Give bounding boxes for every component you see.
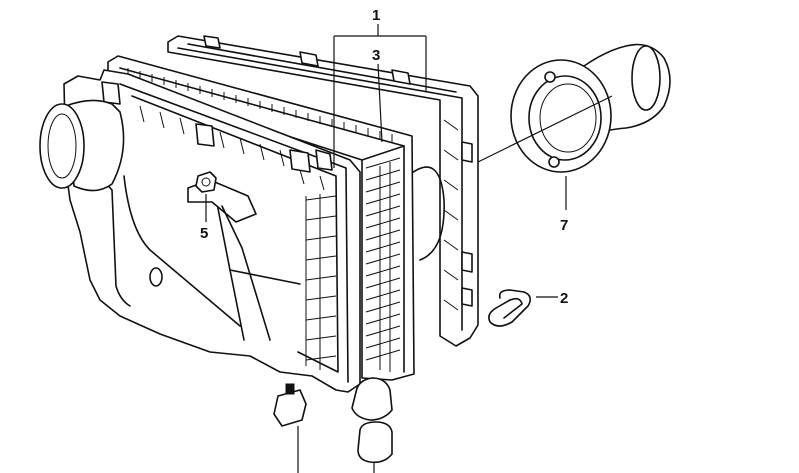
callout-2: 2: [560, 290, 568, 307]
housing-lid: [167, 35, 479, 347]
fastener-5: [195, 171, 217, 193]
leader-lines: [205, 24, 613, 298]
rubber-mount-left: [273, 383, 307, 473]
callout-7: 7: [560, 217, 568, 234]
rubber-mount-cap: [351, 377, 393, 421]
rubber-mount-right: [357, 421, 393, 473]
inlet-snout: [39, 99, 125, 192]
spring-clip-2: [488, 289, 532, 327]
intake-funnel-7: [510, 43, 671, 173]
filter-element: [107, 55, 415, 381]
callout-1: 1: [372, 7, 380, 24]
callout-3: 3: [372, 47, 380, 64]
callout-5: 5: [200, 225, 208, 242]
